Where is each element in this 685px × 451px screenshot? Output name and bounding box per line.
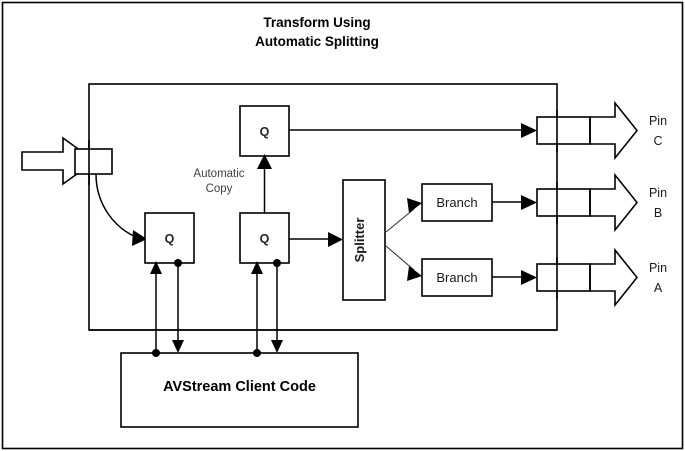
pin-b-label-line2: B xyxy=(654,206,662,220)
splitter-to-branch-lower-arrowhead xyxy=(407,266,422,281)
queue-top-label: Q xyxy=(260,125,270,139)
splitter-to-branch-lower-line xyxy=(385,245,415,271)
pin-a-feed-arrowhead xyxy=(521,270,537,285)
client-to-queue-input-arrowhead xyxy=(150,261,162,274)
input-pin-box xyxy=(74,148,113,175)
pin-b-label-line1: Pin xyxy=(649,186,667,200)
queue-to-splitter-arrowhead xyxy=(328,232,343,247)
pin-a-label-line1: Pin xyxy=(649,261,667,275)
queue-middle-box xyxy=(239,212,290,264)
pin-c-label-line1: Pin xyxy=(649,114,667,128)
pin-c-feed-arrowhead xyxy=(521,123,537,138)
pin-b-feed-arrowhead xyxy=(521,195,537,210)
diagram-title-line2: Automatic Splitting xyxy=(255,34,379,49)
queue-middle-label: Q xyxy=(260,232,270,246)
pin-c-label-line2: C xyxy=(653,134,662,148)
queue-top-box xyxy=(239,105,290,157)
pin-c-box xyxy=(536,116,591,145)
client-to-queue-middle-arrowhead xyxy=(251,261,263,274)
splitter-label: Splitter xyxy=(352,218,367,263)
avstream-client-code-label: AVStream Client Code xyxy=(163,379,316,395)
splitter-box xyxy=(342,179,386,301)
pin-a-box xyxy=(536,263,591,292)
queue-input-to-client-terminal-dot xyxy=(174,259,182,267)
queue-input-box xyxy=(144,212,195,264)
branch-lower-label: Branch xyxy=(436,270,477,285)
queue-input-to-client-arrowhead xyxy=(172,340,184,353)
client-to-queue-input-terminal-dot xyxy=(152,349,160,357)
branch-upper-label: Branch xyxy=(436,195,477,210)
queue-middle-to-client-terminal-dot xyxy=(273,259,281,267)
splitter-to-branch-upper-arrowhead xyxy=(407,198,422,213)
client-to-queue-middle-terminal-dot xyxy=(253,349,261,357)
input-to-queue-curve xyxy=(95,173,137,238)
automatic-copy-label-line2: Copy xyxy=(206,183,233,195)
pin-b-output-arrow xyxy=(589,172,639,233)
splitter-to-branch-upper-line xyxy=(385,208,415,233)
automatic-copy-label-line1: Automatic xyxy=(193,168,244,180)
pin-a-output-arrow xyxy=(589,247,639,308)
pin-b-box xyxy=(536,188,591,217)
queue-middle-to-client-arrowhead xyxy=(271,340,283,353)
diagram-title-line1: Transform Using xyxy=(263,15,370,30)
queue-input-label: Q xyxy=(165,232,175,246)
pin-c-output-arrow xyxy=(589,100,639,161)
pin-a-label-line2: A xyxy=(654,281,663,295)
input-to-queue-arrowhead xyxy=(132,230,147,246)
automatic-copy-arrowhead xyxy=(257,154,272,169)
avstream-client-code-box xyxy=(120,352,359,428)
